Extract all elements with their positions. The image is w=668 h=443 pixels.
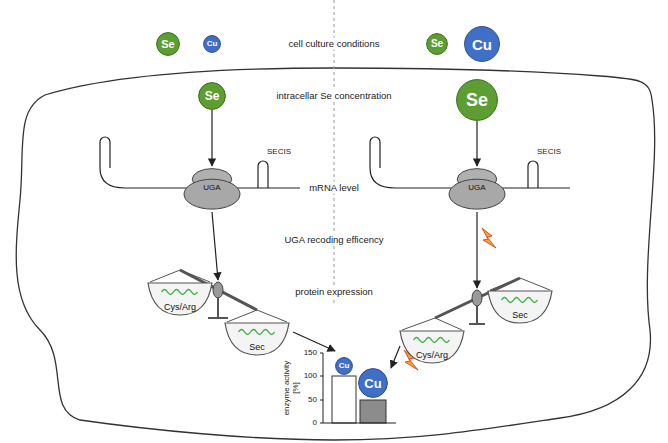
- scale-pan: Cys/Arg: [399, 330, 465, 364]
- node-text: Se: [161, 39, 174, 50]
- scale-pan: Sec: [487, 290, 553, 324]
- axis-title: enzyme activity [%]: [282, 353, 302, 423]
- tick-label: 50: [306, 395, 319, 406]
- copper-circle: Cu: [335, 357, 353, 375]
- circle-shape: [457, 80, 498, 121]
- tick-label: 100: [302, 371, 319, 382]
- tick-label: 150: [302, 348, 319, 359]
- node-text: Cu: [364, 377, 381, 390]
- node-text: Cu: [339, 362, 350, 370]
- axis-tick: [320, 353, 323, 423]
- node-text: Cu: [207, 40, 218, 48]
- protein-squiggle: [414, 338, 450, 343]
- bar: [360, 400, 386, 423]
- bar: [332, 376, 356, 423]
- selenium-circle: Se: [426, 33, 448, 55]
- selenium-circle: Se: [456, 79, 498, 121]
- arrow-connector: [211, 110, 212, 166]
- circle-shape: [427, 34, 448, 55]
- ribosome: UGA: [448, 166, 506, 210]
- ribosome-large-subunit: [184, 179, 240, 209]
- circle-shape: [204, 36, 221, 53]
- row-label: intracellar Se concentration: [274, 90, 393, 102]
- pan-bowl: [225, 323, 289, 355]
- protein-squiggle: [502, 298, 538, 303]
- tick-label: 0: [311, 418, 319, 429]
- node-text: Se: [205, 90, 220, 102]
- x-axis: [323, 423, 396, 424]
- row-label: mRNA level: [307, 182, 361, 194]
- node-text: UGA: [203, 184, 220, 192]
- arrow: [391, 346, 400, 368]
- protein-squiggle: [239, 330, 275, 335]
- copper-circle: Cu: [203, 35, 221, 53]
- node-text: Sec: [249, 343, 265, 352]
- node-text: Cu: [472, 37, 492, 52]
- secis-hairpin: [258, 161, 268, 188]
- circle-shape: [199, 83, 226, 110]
- cell-outline: [16, 68, 654, 440]
- scale-base: [469, 323, 485, 325]
- copper-circle: Cu: [358, 368, 388, 398]
- scale-pan: Sec: [224, 322, 290, 356]
- row-label: protein expression: [293, 286, 375, 298]
- pan-bowl: [148, 283, 212, 315]
- circle-shape: [157, 33, 180, 56]
- arrow: [212, 212, 218, 280]
- scale-pan: Cys/Arg: [147, 282, 213, 316]
- node-text: Se: [466, 91, 488, 109]
- lightning-bolt: [482, 228, 496, 248]
- node-text: Se: [431, 39, 443, 49]
- secis-label: SECIS: [265, 147, 293, 158]
- secis-label: SECIS: [535, 147, 563, 158]
- ribosome: UGA: [183, 166, 241, 210]
- node-text: Cys/Arg: [164, 303, 196, 312]
- circle-shape: [359, 369, 388, 398]
- pan-bowl: [400, 331, 464, 363]
- node-text: Sec: [512, 311, 528, 320]
- y-axis: [323, 353, 324, 423]
- protein-squiggle: [162, 290, 198, 295]
- selenium-circle: Se: [156, 32, 180, 56]
- scale-pivot: [213, 282, 223, 298]
- row-label: cell culture conditions: [287, 38, 382, 50]
- circle-shape: [465, 27, 500, 62]
- selenium-circle: Se: [198, 82, 226, 110]
- scale-base: [208, 317, 228, 319]
- node-text: UGA: [468, 184, 485, 192]
- row-label: UGA recoding efficency: [282, 234, 385, 246]
- secis-hairpin: [528, 161, 538, 188]
- node-text: Cys/Arg: [416, 351, 448, 360]
- circle-shape: [336, 358, 353, 375]
- scale-pivot: [472, 290, 482, 306]
- arrow-connector: [476, 121, 477, 166]
- pan-bowl: [488, 291, 552, 323]
- copper-circle: Cu: [464, 26, 500, 62]
- arrow: [476, 212, 477, 288]
- ribosome-large-subunit: [449, 179, 505, 209]
